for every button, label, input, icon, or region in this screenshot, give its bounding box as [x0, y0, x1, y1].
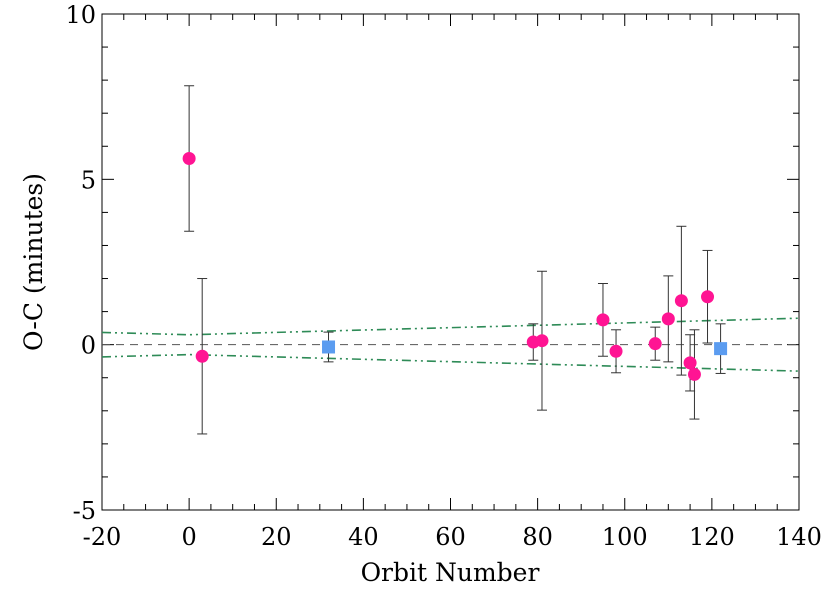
data-points: [182, 152, 728, 381]
data-point-circle: [661, 312, 675, 326]
y-tick-label: 5: [81, 166, 96, 194]
x-tick-label: 40: [348, 523, 379, 551]
data-point-circle: [648, 337, 662, 351]
x-tick-label: 20: [261, 523, 292, 551]
x-tick-label: -20: [83, 523, 122, 551]
data-point-square: [322, 340, 336, 354]
y-axis-title: O-C (minutes): [19, 173, 48, 351]
x-tick-label: 100: [602, 523, 648, 551]
data-point-circle: [182, 152, 196, 166]
x-tick-label: 80: [522, 523, 553, 551]
error-bars: [184, 85, 726, 435]
reference-lines: [101, 317, 800, 372]
x-tick-label: 120: [689, 523, 735, 551]
y-tick-label: 10: [65, 1, 96, 29]
plot-frame: [101, 13, 800, 511]
data-point-circle: [535, 334, 549, 348]
data-point-square: [714, 342, 728, 356]
x-tick-label: 140: [776, 523, 822, 551]
data-point-circle: [674, 294, 688, 308]
data-point-circle: [683, 356, 697, 370]
x-tick-label: 0: [181, 523, 196, 551]
tick-labels: -20 0 20 40 60 80 100 120 140 -5 0 5 10: [65, 1, 821, 551]
axis-ticks: [101, 13, 800, 511]
data-point-circle: [701, 290, 715, 304]
upper-envelope-line: [101, 317, 800, 336]
lower-envelope-line: [101, 353, 800, 372]
data-point-circle: [596, 313, 610, 327]
data-point-circle: [687, 367, 701, 381]
y-tick-label: -5: [73, 497, 96, 525]
data-point-circle: [609, 344, 623, 358]
data-point-circle: [195, 349, 209, 363]
x-axis-title: Orbit Number: [361, 558, 540, 587]
y-tick-label: 0: [81, 332, 96, 360]
x-tick-label: 60: [435, 523, 466, 551]
